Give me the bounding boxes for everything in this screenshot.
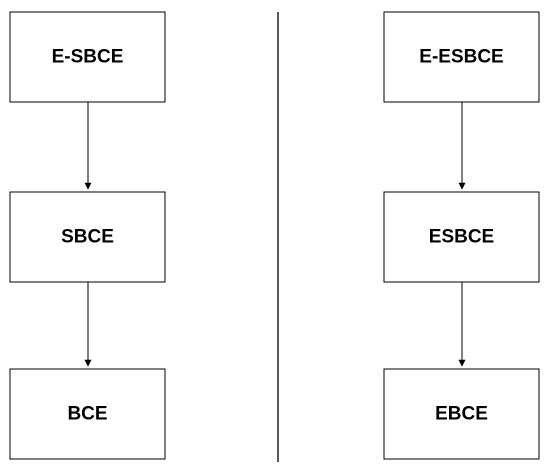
- left-node-1-label: E-SBCE: [52, 47, 124, 68]
- right-node-1-box: [383, 11, 540, 103]
- right-node-2-box: [383, 191, 540, 283]
- right-chain: E-ESBCE ESBCE EBCE: [383, 11, 540, 460]
- left-node-2-label: SBCE: [61, 227, 114, 248]
- left-node-3-box: [9, 368, 166, 460]
- left-chain: E-SBCE SBCE BCE: [9, 11, 166, 460]
- left-node-2-box: [9, 191, 166, 283]
- right-node-1-label: E-ESBCE: [419, 47, 503, 68]
- right-node-2-label: ESBCE: [429, 227, 494, 248]
- right-node-3-box: [383, 368, 540, 460]
- right-node-3-label: EBCE: [435, 404, 488, 425]
- left-node-3-label: BCE: [67, 404, 107, 425]
